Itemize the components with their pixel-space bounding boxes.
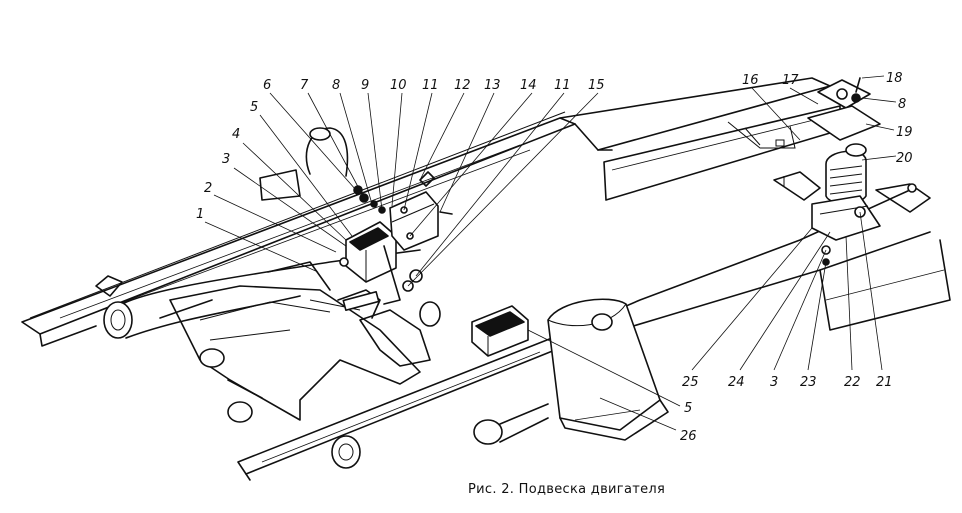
callout-8-second: 8 — [898, 97, 906, 112]
callout-6: 6 — [263, 78, 271, 93]
callout-12: 12 — [454, 78, 471, 93]
callout-13: 13 — [484, 78, 501, 93]
callout-3-second: 3 — [770, 375, 778, 390]
callout-19: 19 — [896, 125, 913, 140]
front-suspension — [159, 261, 441, 423]
callout-18: 18 — [886, 71, 903, 86]
callout-22: 22 — [844, 375, 861, 390]
callout-4: 4 — [232, 127, 240, 142]
callout-23: 23 — [800, 375, 817, 390]
callout-11-second: 11 — [554, 78, 571, 93]
callout-21: 21 — [876, 375, 893, 390]
callout-14: 14 — [520, 78, 537, 93]
front-engine-mount-assembly — [259, 127, 453, 305]
callout-5-second: 5 — [684, 401, 692, 416]
callout-labels: 1 2 3 4 5 6 7 8 9 10 11 12 13 14 11 15 1… — [196, 71, 913, 444]
callout-10: 10 — [390, 78, 407, 93]
callout-2: 2 — [204, 181, 212, 196]
callout-5: 5 — [250, 100, 258, 115]
rear-engine-mount-assembly — [773, 77, 931, 266]
callout-9: 9 — [361, 78, 369, 93]
leader-lines — [204, 75, 897, 431]
callout-15: 15 — [588, 78, 605, 93]
frame-rail-left — [21, 111, 613, 347]
callout-8: 8 — [332, 78, 340, 93]
callout-24: 24 — [728, 375, 745, 390]
callout-3: 3 — [222, 152, 230, 167]
callout-17: 17 — [782, 73, 799, 88]
callout-20: 20 — [896, 151, 913, 166]
engine-mount-block-lower — [471, 305, 529, 357]
callout-7: 7 — [300, 78, 309, 93]
callout-26: 26 — [680, 429, 697, 444]
callout-25: 25 — [682, 375, 699, 390]
front-crossmember — [95, 249, 421, 339]
rear-damper-housing — [473, 298, 669, 445]
callout-1: 1 — [196, 207, 204, 222]
frame-rail-rear — [559, 77, 841, 201]
callout-11: 11 — [422, 78, 439, 93]
figure-caption: Рис. 2. Подвеска двигателя — [468, 482, 666, 497]
callout-16: 16 — [742, 73, 759, 88]
